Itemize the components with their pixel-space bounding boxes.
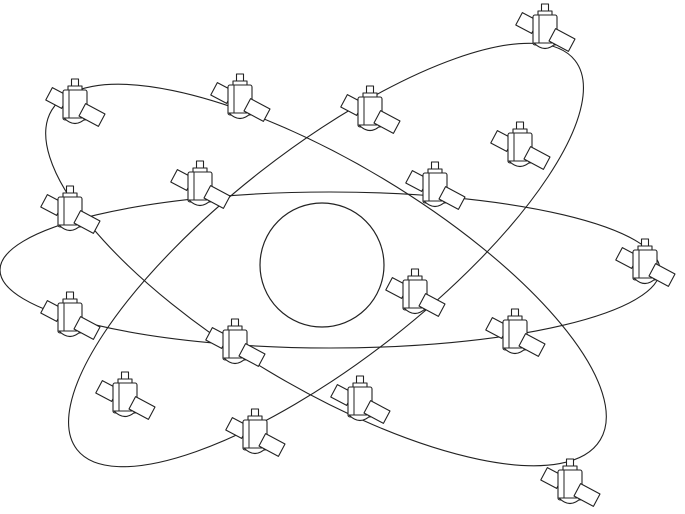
orbit-diagonal-down [45, 83, 607, 467]
satellite-icon [515, 3, 576, 52]
satellite-icon [45, 78, 106, 127]
orbit-diagonal-up [68, 42, 584, 468]
satellite-icon [95, 371, 156, 420]
satellite-icon [540, 458, 601, 507]
satellite-icon [205, 318, 266, 367]
satellite-icon [40, 185, 101, 234]
satellite-icon [485, 308, 546, 357]
satellite-icon [615, 238, 676, 287]
satellite-icon [490, 121, 551, 170]
satellites [40, 3, 676, 507]
satellite-icon [405, 161, 466, 210]
satellite-icon [330, 375, 391, 424]
satellite-icon [210, 73, 271, 122]
earth-circle [259, 202, 385, 328]
satellite-icon [40, 291, 101, 340]
satellite-icon [385, 268, 446, 317]
satellite-icon [340, 85, 401, 134]
satellite-icon [170, 160, 231, 209]
satellite-icon [225, 408, 286, 457]
